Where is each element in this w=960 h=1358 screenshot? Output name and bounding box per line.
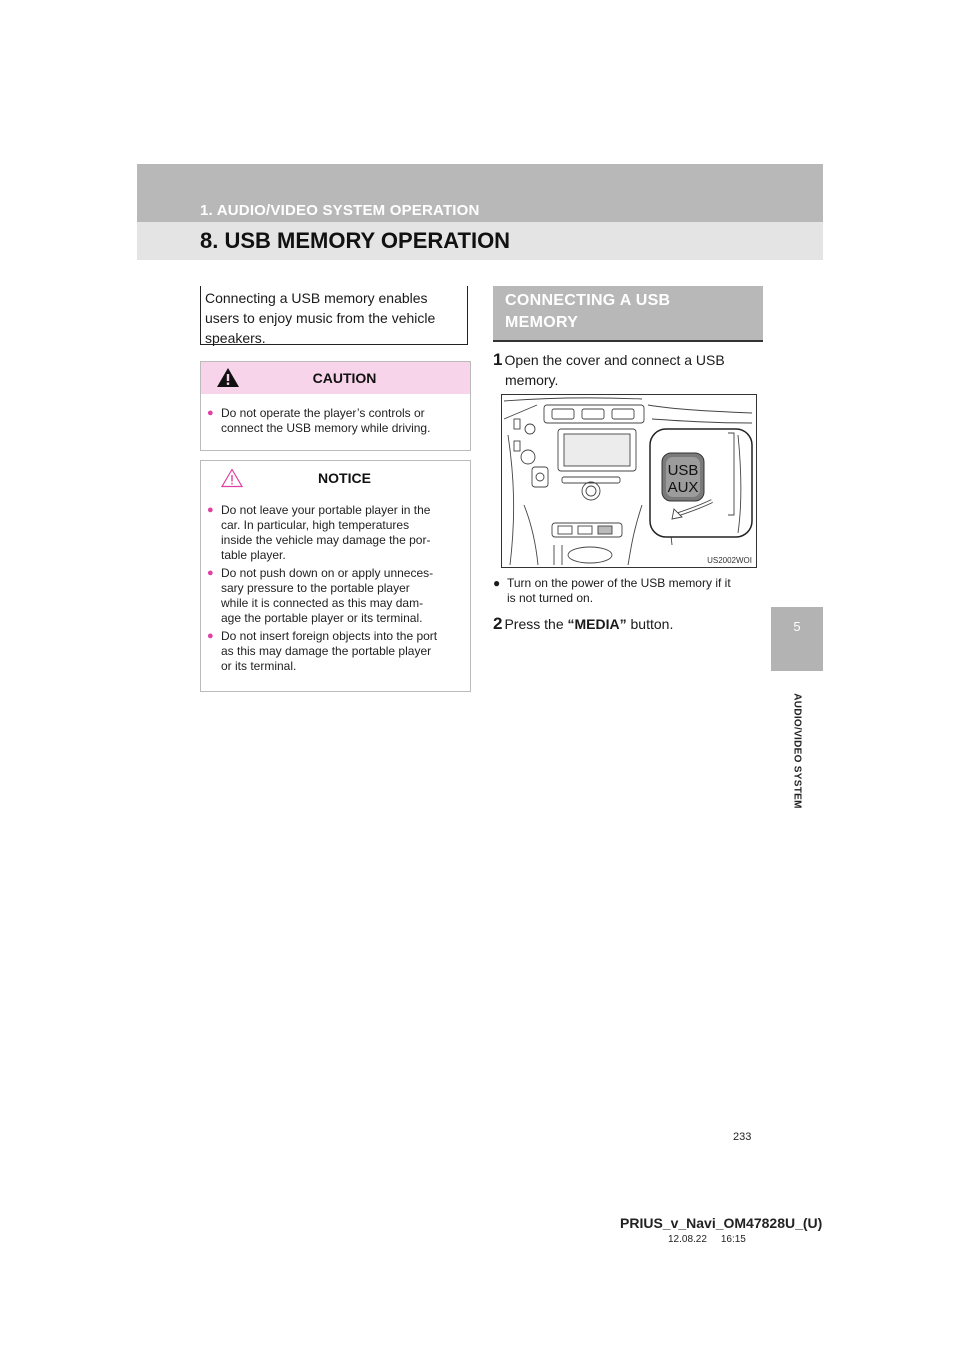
step-number: 2 (493, 614, 503, 633)
notice-heading: NOTICE (318, 470, 371, 486)
check-bullet-icon: ● (493, 576, 501, 590)
bullet-icon: ● (207, 567, 214, 579)
illustration-code: US2002WOI (707, 556, 752, 565)
chapter-label: AUDIO/VIDEO SYSTEM (791, 693, 803, 809)
caution-heading: CAUTION (312, 370, 377, 386)
usb-label: USB (668, 462, 699, 479)
chapter-number: 5 (793, 619, 801, 634)
chapter-tab[interactable]: 5 (771, 607, 823, 671)
document-id: PRIUS_v_Navi_OM47828U_(U) (620, 1215, 823, 1231)
intro-box: Connecting a USB memory enables users to… (200, 286, 468, 346)
media-button-ref: “MEDIA” (567, 616, 627, 632)
page-title: 8. USB MEMORY OPERATION (200, 228, 511, 253)
note-item: ● Turn on the power of the USB memory if… (493, 576, 731, 605)
list-item: ● Do not insert foreign objects into the… (207, 629, 438, 673)
step-number: 1 (493, 350, 503, 369)
notice-header: NOTICE (201, 461, 470, 493)
caution-header: CAUTION (201, 362, 470, 394)
bullet-icon: ● (207, 407, 214, 419)
caution-box: CAUTION ● Do not operate the player’s co… (200, 361, 471, 451)
print-stamp: 12.08.22 16:15 (668, 1234, 746, 1245)
warning-outline-icon (221, 468, 243, 488)
bullet-icon: ● (207, 504, 214, 516)
header-band (137, 164, 823, 222)
list-item: ● Do not operate the player’s controls o… (207, 406, 431, 435)
notice-box: NOTICE ● Do not leave your portable play… (200, 460, 471, 692)
list-item: ● Do not push down on or apply unneces- … (207, 566, 434, 625)
page-number: 233 (733, 1131, 752, 1143)
warning-icon (217, 368, 239, 387)
aux-label: AUX (668, 479, 699, 496)
usb-port-illustration: USB AUX US2002WOI (501, 394, 757, 568)
section-heading: CONNECTING A USB MEMORY (493, 286, 763, 342)
title-band (137, 222, 823, 260)
list-item: ● Do not leave your portable player in t… (207, 503, 431, 562)
section-label: 1. AUDIO/VIDEO SYSTEM OPERATION (200, 202, 480, 219)
dashboard-drawing: USB AUX (503, 397, 753, 566)
bullet-icon: ● (207, 630, 214, 642)
